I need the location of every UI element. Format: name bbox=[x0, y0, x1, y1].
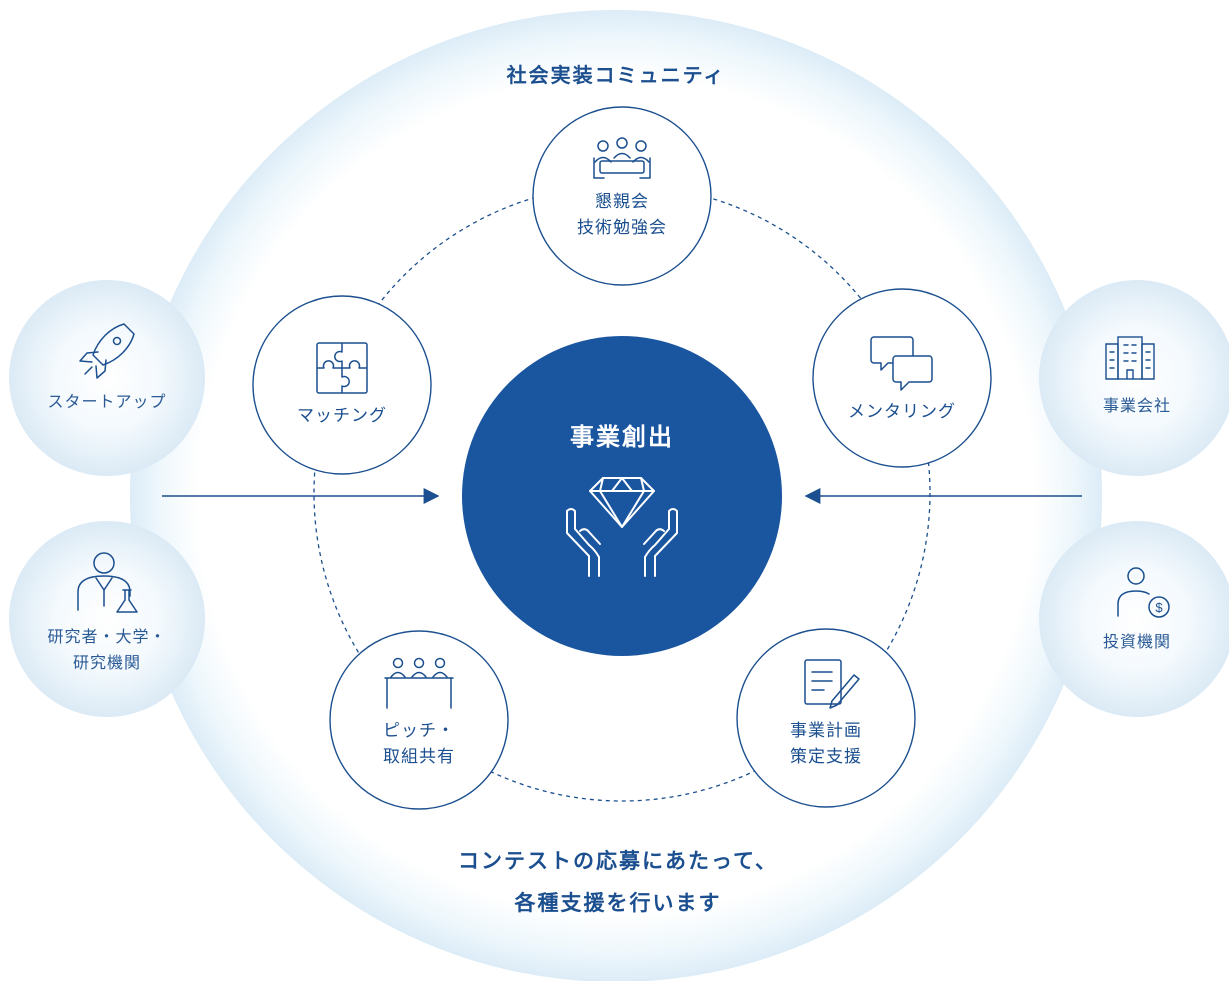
support-label-line: マッチング bbox=[297, 406, 387, 426]
participant-label-line: スタートアップ bbox=[47, 392, 167, 411]
footer-message: コンテストの応募にあたって、 各種支援を行います bbox=[458, 840, 778, 924]
support-label-line: 懇親会 bbox=[595, 192, 649, 212]
support-label-mentoring: メンタリング bbox=[848, 399, 956, 425]
participant-circle-company bbox=[1039, 280, 1229, 476]
participant-label-line: 研究者・大学・ bbox=[47, 627, 167, 646]
center-circle bbox=[462, 336, 782, 656]
support-label-business-plan: 事業計画 策定支援 bbox=[790, 718, 862, 770]
support-label-line: 事業計画 bbox=[790, 721, 862, 741]
participant-circle-researcher bbox=[9, 521, 205, 717]
participant-label-company: 事業会社 bbox=[1103, 393, 1171, 419]
support-node-pitch bbox=[329, 630, 509, 810]
support-label-line: 取組共有 bbox=[383, 747, 455, 767]
svg-text:$: $ bbox=[1155, 600, 1163, 615]
support-node-meeting bbox=[532, 106, 712, 286]
support-label-line: メンタリング bbox=[848, 402, 956, 422]
support-node-matching bbox=[252, 295, 432, 475]
center-label: 事業創出 bbox=[570, 423, 674, 451]
audience-icon bbox=[384, 657, 454, 709]
footer-line: コンテストの応募にあたって、 bbox=[458, 849, 778, 873]
support-label-pitch: ピッチ・ 取組共有 bbox=[383, 718, 455, 770]
participant-label-researcher: 研究者・大学・ 研究機関 bbox=[47, 624, 166, 676]
support-label-line: ピッチ・ bbox=[383, 721, 455, 741]
investor-icon: $ bbox=[1117, 567, 1170, 618]
support-node-business-plan bbox=[736, 628, 916, 808]
building-icon bbox=[1105, 336, 1155, 380]
support-label-line: 技術勉強会 bbox=[577, 218, 667, 238]
participant-circle-startup bbox=[9, 280, 205, 476]
researcher-icon bbox=[77, 552, 138, 613]
participant-circle-investor bbox=[1039, 521, 1229, 717]
participant-label-investor: 投資機関 bbox=[1103, 629, 1171, 655]
support-label-meeting: 懇親会 技術勉強会 bbox=[577, 189, 667, 241]
meeting-icon bbox=[593, 137, 651, 179]
community-title: 社会実装コミュニティ bbox=[506, 63, 726, 87]
participant-label-line: 投資機関 bbox=[1102, 632, 1172, 651]
chat-bubbles-icon bbox=[870, 336, 933, 391]
participant-label-line: 事業会社 bbox=[1102, 396, 1172, 415]
document-pen-icon bbox=[804, 659, 860, 709]
participant-label-startup: スタートアップ bbox=[47, 389, 166, 415]
puzzle-icon bbox=[316, 342, 368, 394]
support-label-matching: マッチング bbox=[297, 403, 387, 429]
participant-label-line: 研究機関 bbox=[72, 653, 142, 672]
rocket-icon bbox=[79, 323, 135, 379]
support-label-line: 策定支援 bbox=[790, 747, 862, 767]
footer-line: 各種支援を行います bbox=[514, 891, 722, 915]
hands-diamond-icon bbox=[566, 477, 678, 577]
